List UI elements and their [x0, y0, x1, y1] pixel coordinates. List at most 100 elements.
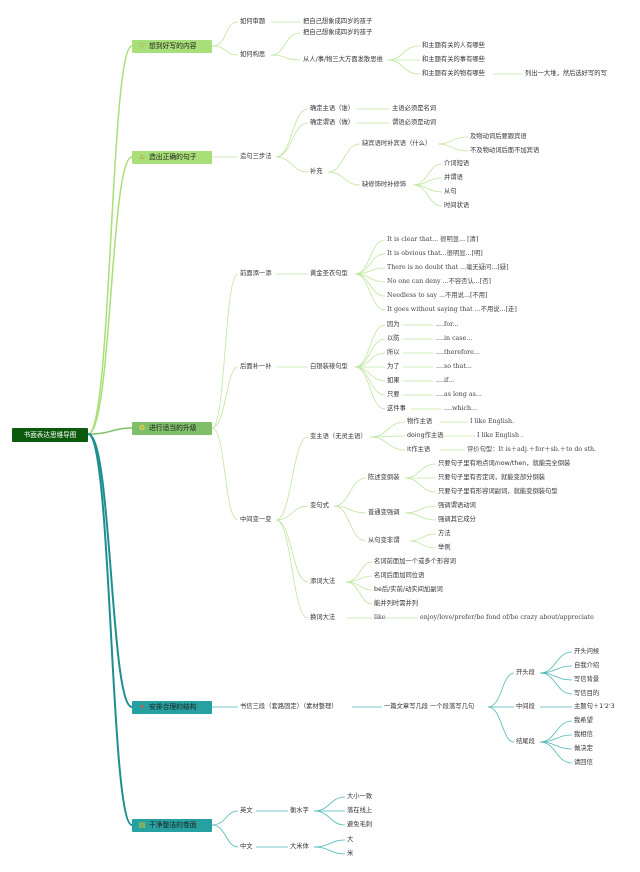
gold-item[interactable]: It is obvious that...很明显...[明] [387, 250, 483, 257]
node-middle[interactable]: 中间段 [516, 703, 535, 710]
node-gousi[interactable]: 如何构思 [240, 51, 266, 58]
node-subject-noun[interactable]: 主语必须是名词 [392, 105, 437, 112]
node-like-synonyms[interactable]: enjoy/love/prefer/be fond of/be crazy ab… [420, 614, 594, 621]
silver-cn[interactable]: 如果 [387, 377, 400, 384]
node-things[interactable]: 和主题有关的物有哪些 [422, 70, 485, 77]
node-dami[interactable]: 大米体 [290, 843, 309, 850]
node-four-year-old[interactable]: 把自己想象成四岁的孩子 [303, 29, 373, 36]
node-hengshui[interactable]: 衡水字 [290, 807, 309, 814]
node-thing-subject-eg[interactable]: I like English. [470, 418, 515, 425]
node-clause[interactable]: 从句 [444, 188, 457, 195]
node-chinese[interactable]: 中文 [240, 843, 253, 850]
node-add-front[interactable]: 前面添一添 [240, 270, 272, 277]
node-replace-words[interactable]: 换词大法 [310, 614, 336, 621]
gold-item[interactable]: No one can deny ...不容否认...[否] [387, 278, 491, 285]
gold-item[interactable]: It is clear that... 很明显... [清] [387, 236, 479, 243]
section-neatness[interactable]: ▤干净整洁的卷面 [132, 819, 212, 832]
node-emphasis[interactable]: 普通变强调 [368, 509, 400, 516]
section-upgrade[interactable]: ✪进行适当的升级 [132, 422, 212, 435]
node-silver-patterns[interactable]: 白银装裱句型 [310, 363, 348, 370]
opening-item[interactable]: 写信背景 [574, 676, 600, 683]
middle-item[interactable]: 主题句＋1'2'3 [574, 703, 615, 710]
silver-en[interactable]: ....for... [436, 321, 459, 328]
node-subject[interactable]: 确定主语（谁） [310, 105, 355, 112]
node-three-aspects[interactable]: 从人/事/物三大方面发散思维 [303, 56, 383, 63]
gold-item[interactable]: There is no doubt that ...毫无疑问...[疑] [387, 264, 509, 271]
node-list-pick[interactable]: 列出一大堆，然后选好写的写 [525, 70, 607, 77]
silver-cn[interactable]: 这件事 [387, 405, 406, 412]
add-words-item[interactable]: 名词后面加同位语 [374, 572, 425, 579]
add-words-item[interactable]: 能并列时需并列 [374, 600, 419, 607]
node-it-subject-eg[interactable]: 评价句型：It is＋adj.＋for＋sb.＋to do sth. [467, 446, 597, 453]
node-vi[interactable]: 不及物动词后面不加宾语 [470, 147, 540, 154]
node-vt[interactable]: 及物动词后要跟宾语 [470, 133, 527, 140]
emphasis-item[interactable]: 强调谓语动词 [438, 502, 476, 509]
silver-cn[interactable]: 所以 [387, 349, 400, 356]
add-words-item[interactable]: be后/实前/动实间加副词 [374, 586, 443, 593]
node-thing-subject[interactable]: 物作主语 [407, 418, 433, 425]
silver-en[interactable]: ....in case... [436, 335, 473, 342]
nonfinite-item[interactable]: 方法 [438, 530, 451, 537]
node-shenti-detail[interactable]: 把自己想象成四岁的孩子 [303, 18, 373, 25]
section-sentence[interactable]: ♨造出正确的句子 [132, 151, 212, 164]
node-like[interactable]: like [374, 614, 386, 621]
silver-cn[interactable]: 以防 [387, 335, 400, 342]
add-words-item[interactable]: 名词前面加一个或多个形容词 [374, 558, 456, 565]
hengshui-item[interactable]: 避免毛刺 [347, 821, 373, 828]
gold-item[interactable]: It goes without saying that ...不用说...[走] [387, 306, 517, 313]
node-ending[interactable]: 结尾段 [516, 738, 535, 745]
node-gold-patterns[interactable]: 黄金圣衣句型 [310, 270, 348, 277]
ending-item[interactable]: 我希望 [574, 717, 593, 724]
node-people[interactable]: 和主题有关的人有哪些 [422, 42, 485, 49]
silver-cn[interactable]: 因为 [387, 321, 400, 328]
node-opening[interactable]: 开头段 [516, 669, 535, 676]
ending-item[interactable]: 我相信 [574, 731, 593, 738]
node-add-modifier[interactable]: 缺修饰时补修饰 [362, 181, 407, 188]
node-add-words[interactable]: 添词大法 [310, 578, 336, 585]
ending-item[interactable]: 请回信 [574, 759, 593, 766]
node-predicate-verb[interactable]: 谓语必须是动词 [392, 119, 437, 126]
node-change-subject[interactable]: 变主语（无灵主语） [310, 433, 367, 440]
section-content[interactable]: ♡想到好写的内容 [132, 40, 212, 53]
dami-item[interactable]: 米 [347, 850, 354, 857]
silver-en[interactable]: ....which... [444, 405, 478, 412]
inversion-rule[interactable]: 只要句子里有地点词/now/then，就能完全倒装 [438, 460, 571, 467]
node-and-predicate[interactable]: 并谓语 [444, 174, 463, 181]
node-paragraphs[interactable]: 一篇文章写几段 一个段落写几句 [384, 703, 475, 710]
node-doing-subject[interactable]: doing作主语 [407, 432, 444, 439]
silver-en[interactable]: ....therefore... [436, 349, 480, 356]
node-three-steps[interactable]: 造句三步法 [240, 153, 272, 160]
section-structure[interactable]: ✦安排合理的结构 [132, 701, 212, 714]
silver-cn[interactable]: 只要 [387, 391, 400, 398]
node-supplement[interactable]: 补充 [310, 168, 323, 175]
ending-item[interactable]: 做决定 [574, 745, 593, 752]
nonfinite-item[interactable]: 举例 [438, 544, 451, 551]
silver-en[interactable]: ....so that... [436, 363, 472, 370]
silver-cn[interactable]: 为了 [387, 363, 400, 370]
node-inversion[interactable]: 陈述变倒装 [368, 474, 400, 481]
root-node[interactable]: 书面表达思维导图 [12, 428, 88, 442]
node-add-object[interactable]: 缺宾语时补宾语（什么） [362, 140, 432, 147]
inversion-rule[interactable]: 只要句子里有否定词，就能变部分倒装 [438, 474, 546, 481]
node-predicate[interactable]: 确定谓语（做） [310, 119, 355, 126]
node-events[interactable]: 和主题有关的事有哪些 [422, 56, 485, 63]
node-nonfinite[interactable]: 从句变非谓 [368, 537, 400, 544]
node-letter-three[interactable]: 书信三段（套路固定）（素材整理） [240, 703, 338, 710]
silver-en[interactable]: ....if... [436, 377, 455, 384]
opening-item[interactable]: 开头问候 [574, 648, 600, 655]
node-english[interactable]: 英文 [240, 807, 253, 814]
inversion-rule[interactable]: 只要句子里有形容词副词，就能变倒装句型 [438, 488, 558, 495]
silver-en[interactable]: ....as long as... [436, 391, 482, 398]
hengshui-item[interactable]: 落在线上 [347, 807, 373, 814]
hengshui-item[interactable]: 大小一致 [347, 793, 373, 800]
node-change-middle[interactable]: 中间变一变 [240, 516, 272, 523]
node-change-structure[interactable]: 变句式 [310, 502, 329, 509]
dami-item[interactable]: 大 [347, 836, 354, 843]
node-doing-subject-eg[interactable]: I like English . [477, 432, 524, 439]
node-time-adverbial[interactable]: 时间状语 [444, 202, 470, 209]
node-it-subject[interactable]: It作主语 [407, 446, 431, 453]
gold-item[interactable]: Needless to say ...不用说...[不用] [387, 292, 488, 299]
opening-item[interactable]: 自我介绍 [574, 662, 600, 669]
opening-item[interactable]: 写信目的 [574, 690, 600, 697]
node-prep-phrase[interactable]: 介词短语 [444, 160, 470, 167]
